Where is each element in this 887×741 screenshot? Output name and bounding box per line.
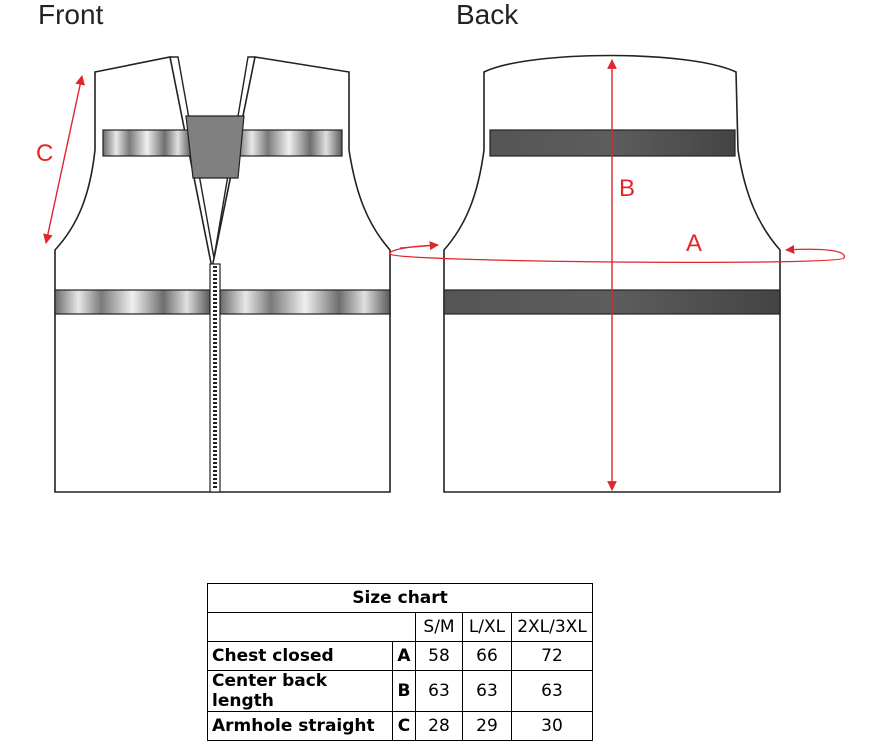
measure-label-c: C [36, 140, 53, 167]
row-label: Center back length [207, 670, 393, 712]
column-header-sm: S/M [415, 612, 463, 642]
row-code: C [392, 711, 416, 741]
cell-value: 63 [462, 670, 512, 712]
row-code: B [392, 670, 416, 712]
measure-label-a: A [686, 230, 702, 257]
front-view-title: Front [38, 0, 104, 30]
table-row: Armhole straight C 28 29 30 [207, 711, 593, 741]
table-row: Chest closed A 58 66 72 [207, 641, 593, 671]
cell-value: 63 [415, 670, 463, 712]
cell-value: 28 [415, 711, 463, 741]
cell-value: 72 [511, 641, 593, 671]
cell-value: 29 [462, 711, 512, 741]
front-vest-outline [54, 56, 391, 493]
size-chart-title: Size chart [207, 583, 593, 613]
back-view-title: Back [456, 0, 519, 30]
front-chest-band-right [235, 129, 343, 157]
cell-value: 58 [415, 641, 463, 671]
front-chest-panel [185, 115, 245, 179]
front-vest [54, 56, 391, 493]
table-row: Center back length B 63 63 63 [207, 670, 593, 712]
measure-a [389, 241, 845, 264]
cell-value: 63 [511, 670, 593, 712]
front-waist-band-left [54, 289, 211, 315]
column-header-lxl: L/XL [462, 612, 512, 642]
cell-value: 30 [511, 711, 593, 741]
vest-technical-drawing: C B A [36, 54, 845, 493]
row-label: Chest closed [207, 641, 393, 671]
size-chart-table: Size chart S/M L/XL 2XL/3XL Chest closed… [207, 583, 593, 741]
front-collar [170, 56, 255, 259]
row-label: Armhole straight [207, 711, 393, 741]
size-chart-header-row: S/M L/XL 2XL/3XL [207, 612, 593, 642]
header-blank-cell [207, 612, 416, 642]
measure-label-b: B [619, 175, 635, 202]
row-code: A [392, 641, 416, 671]
measure-c [43, 75, 85, 244]
front-chest-band-left [102, 129, 192, 157]
column-header-2xl3xl: 2XL/3XL [511, 612, 593, 642]
cell-value: 66 [462, 641, 512, 671]
front-waist-band-right [219, 289, 391, 315]
